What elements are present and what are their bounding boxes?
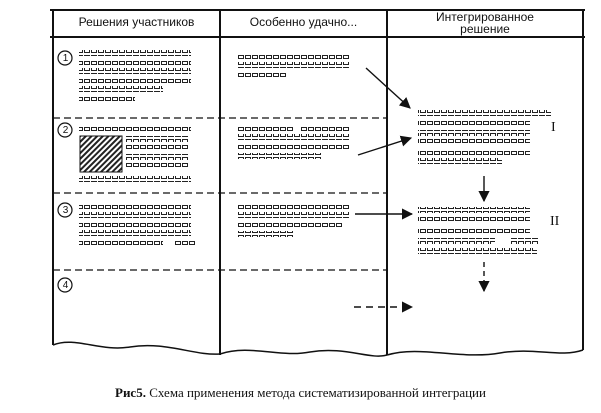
arrow-row2-to-integrated [357, 135, 413, 156]
arrow-row1-to-integrated [365, 67, 411, 109]
column-header-integrated-line1: Интегрированное [436, 10, 534, 24]
figure-caption: Рис5. Схема применения метода систематиз… [0, 385, 601, 401]
stage-label-1: I [551, 120, 556, 135]
row-marker-4: 4 [62, 280, 69, 291]
row-marker-circles [57, 50, 73, 293]
highlight-1 [238, 53, 350, 77]
stage-label-2: II [550, 214, 560, 229]
row-dividers [53, 117, 387, 271]
row-marker-1: 1 [62, 53, 69, 64]
table-frame [50, 9, 585, 357]
arrows [354, 67, 490, 313]
participant-solution-1 [79, 50, 191, 101]
integrated-block-1 [418, 110, 551, 164]
row-marker-2: 2 [62, 125, 69, 136]
column-header-participants: Решения участников [78, 15, 195, 29]
highlight-2 [238, 125, 350, 159]
caption-label: Рис5. [115, 385, 146, 400]
participant-solution-2 [79, 125, 191, 182]
integrated-block-2 [418, 207, 539, 254]
column-header-especially: Особенно удачно... [249, 15, 358, 29]
participant-solution-3 [79, 203, 196, 246]
highlight-3 [238, 203, 350, 237]
caption-text: Схема применения метода систематизирован… [145, 385, 486, 400]
column-header-integrated-line2: решение [460, 22, 510, 36]
row-marker-3: 3 [62, 205, 69, 216]
